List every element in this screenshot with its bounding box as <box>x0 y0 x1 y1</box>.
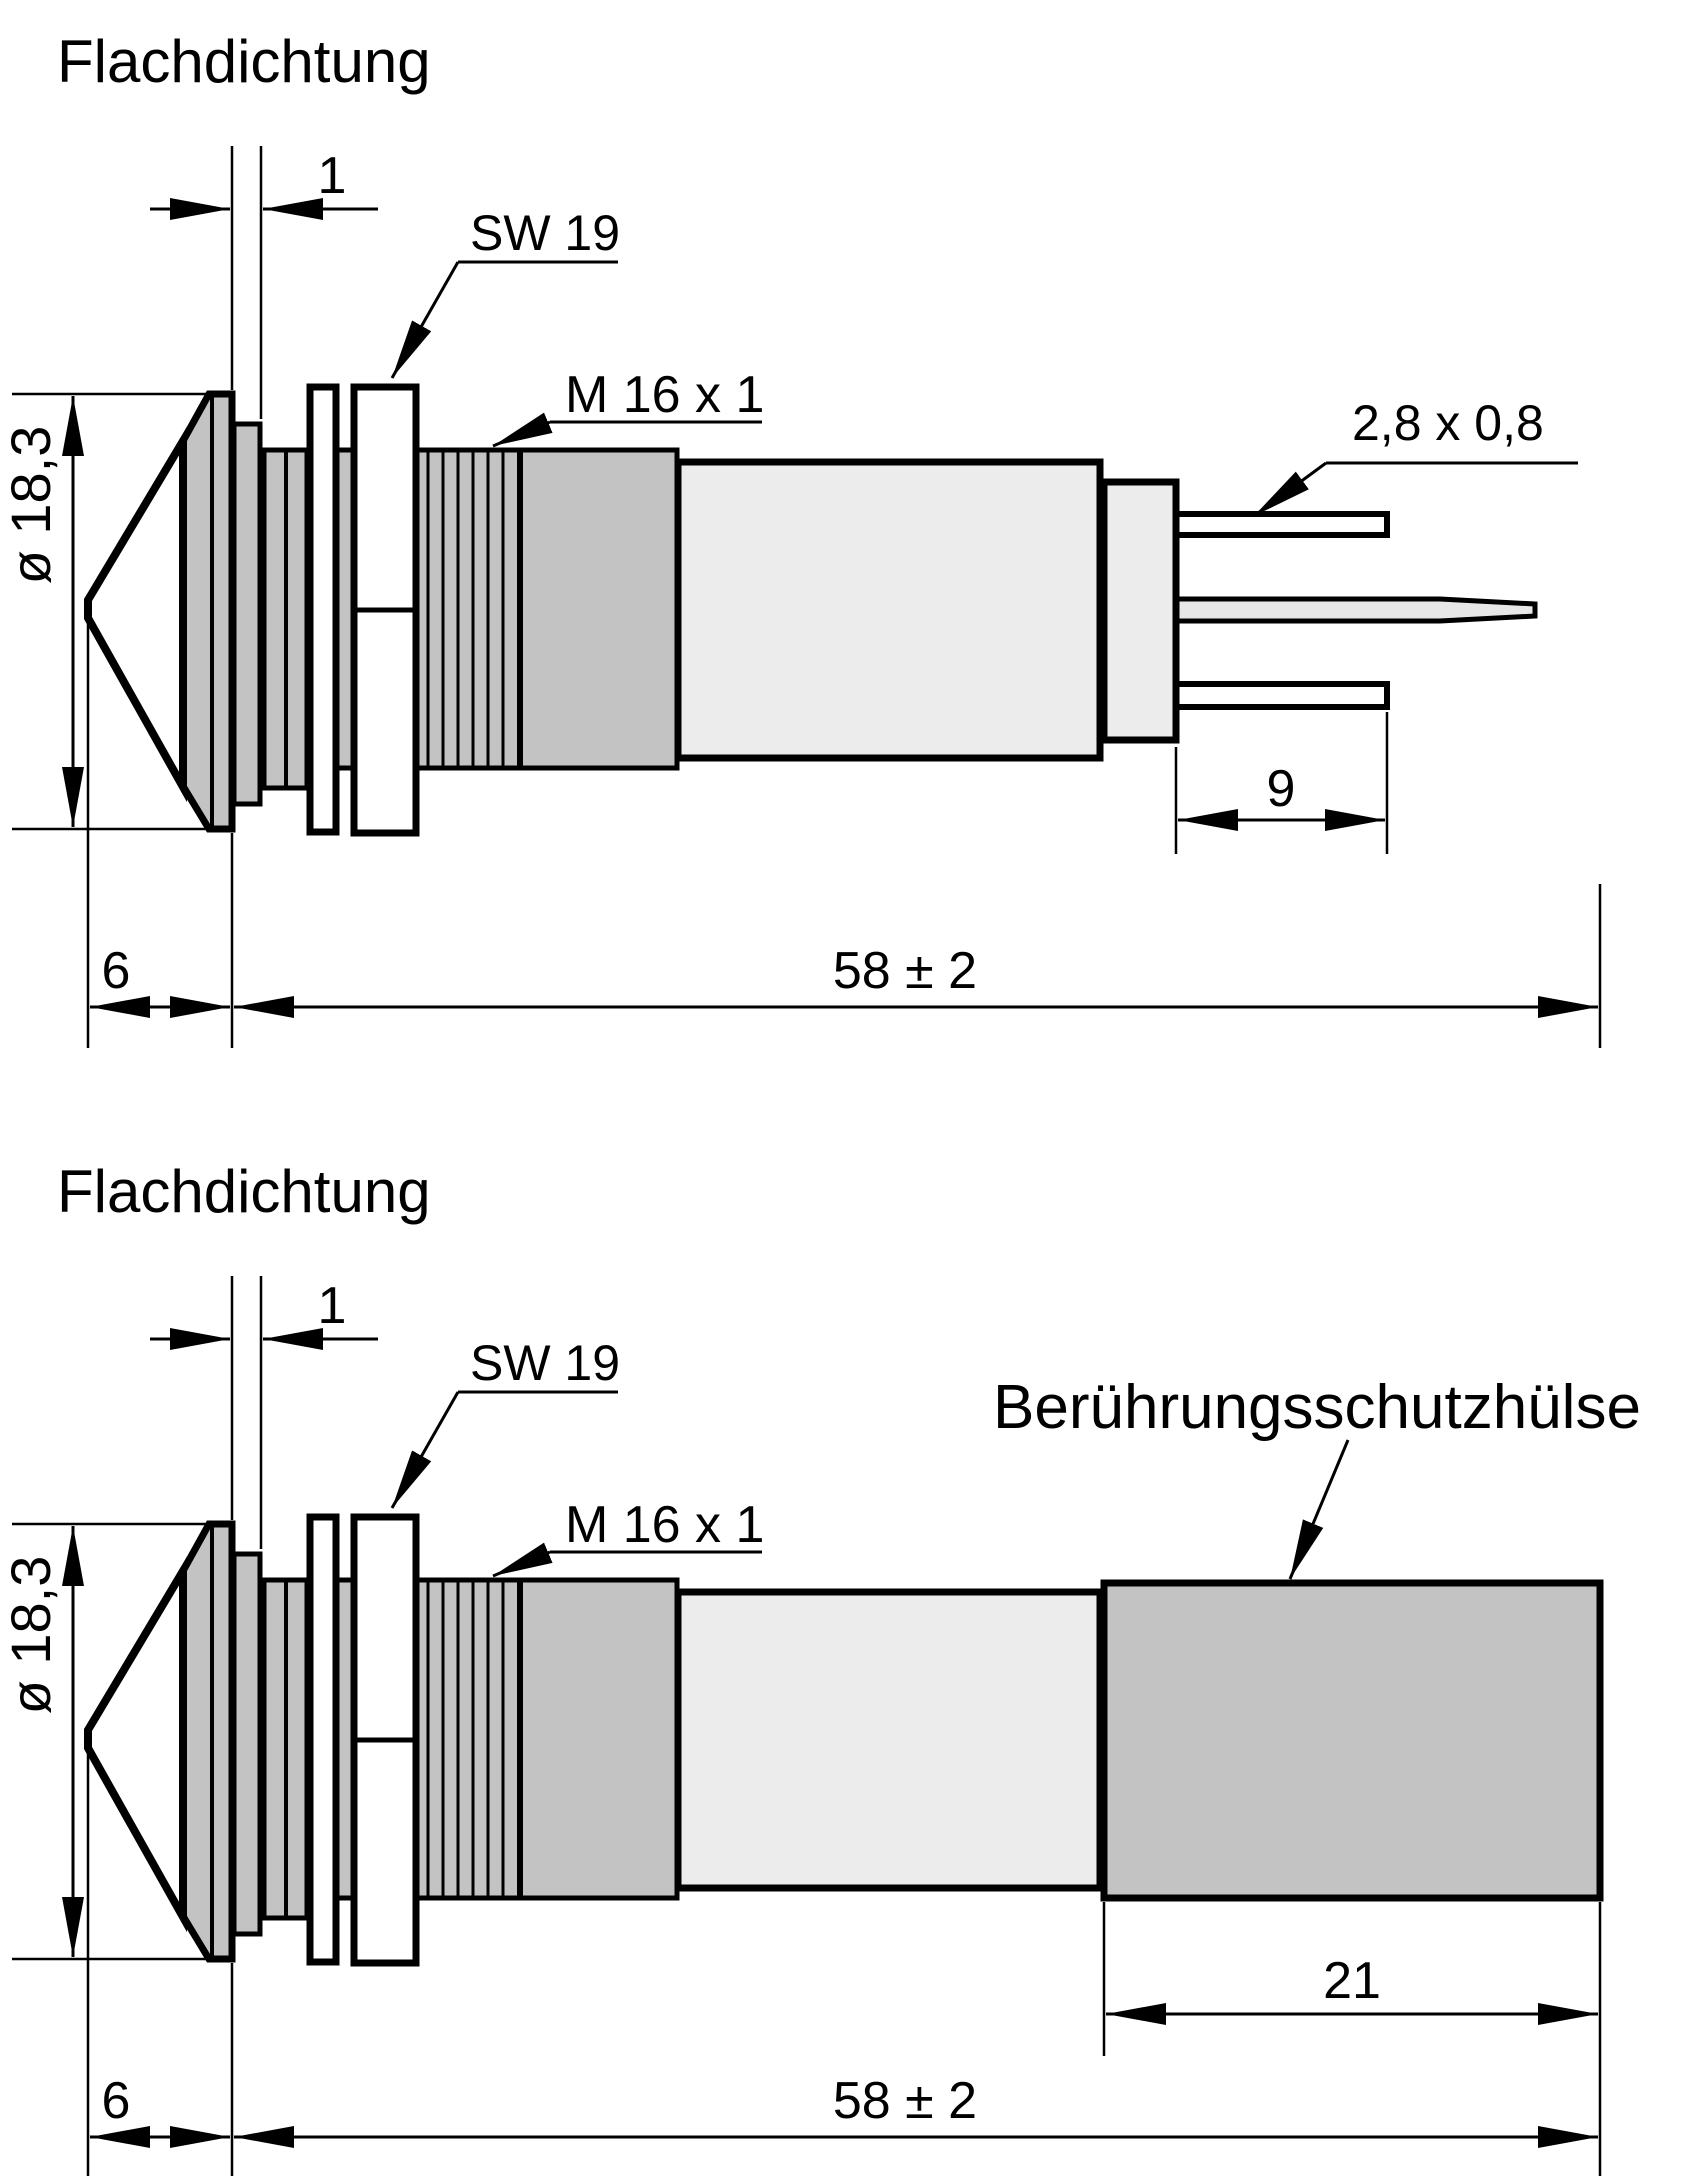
front-flange <box>179 1520 236 1963</box>
callout-thread-spec: M 16 x 1 <box>492 366 764 448</box>
protection-sleeve <box>1100 1579 1604 1902</box>
label-flat-gasket: Flachdichtung <box>57 28 431 95</box>
terminal-top <box>1173 511 1390 538</box>
drawing-bottom: Flachdichtung Berührungsschutzhülse 1 SW… <box>0 1158 1641 2176</box>
callout-wrench-size: SW 19 <box>390 205 620 379</box>
dim-gasket-thickness: 1 <box>150 146 378 419</box>
drawing-top: Flachdichtung 1 SW 19 M 16 x 1 2,8 x 0,8 <box>0 28 1602 1048</box>
terminal-bottom <box>1173 681 1390 710</box>
lamp-body <box>674 458 1104 762</box>
label-thread-spec: M 16 x 1 <box>565 366 764 424</box>
dim-text-total-length: 58 ± 2 <box>833 942 977 1000</box>
flat-gasket <box>231 1551 263 1937</box>
callout-thread-spec: M 16 x 1 <box>492 1496 764 1578</box>
label-wrench-size: SW 19 <box>470 205 620 261</box>
dim-front-length: 6 <box>86 1752 234 2176</box>
dim-total-length: 58 ± 2 <box>234 1902 1602 2176</box>
drawing-bottom-part <box>84 1513 1604 1967</box>
dim-text-front-length: 6 <box>102 942 131 1000</box>
dim-text-front-length: 6 <box>102 2072 131 2130</box>
dim-text-gasket-thickness: 1 <box>318 1277 347 1335</box>
dim-text-gasket-thickness: 1 <box>318 147 347 205</box>
dim-diameter: ø 18,3 <box>0 392 211 831</box>
label-flat-gasket: Flachdichtung <box>57 1158 431 1225</box>
thread-lines <box>426 1580 523 1898</box>
hex-nut-facet <box>306 1513 340 1966</box>
label-protection-sleeve: Berührungsschutzhülse <box>993 1373 1641 1442</box>
dim-text-total-length: 58 ± 2 <box>833 2072 977 2130</box>
thread-lines <box>426 450 523 768</box>
flat-gasket <box>231 421 263 807</box>
lamp-body <box>674 1588 1104 1892</box>
label-wrench-size: SW 19 <box>470 1335 620 1391</box>
label-terminal-size: 2,8 x 0,8 <box>1352 395 1544 451</box>
dim-text-sleeve-length: 21 <box>1323 1952 1381 2010</box>
rear-cap <box>1100 478 1180 744</box>
lens-cone <box>84 1556 187 1933</box>
lens-cone <box>84 426 187 803</box>
callout-wrench-size: SW 19 <box>390 1335 620 1509</box>
dim-gasket-thickness: 1 <box>150 1276 378 1549</box>
label-thread-spec: M 16 x 1 <box>565 1496 764 1554</box>
dim-diameter: ø 18,3 <box>0 1522 211 1961</box>
front-flange <box>179 390 236 833</box>
callout-terminal-size: 2,8 x 0,8 <box>1253 395 1578 518</box>
dim-total-length: 58 ± 2 <box>234 884 1602 1048</box>
dim-sleeve-length: 21 <box>1102 1902 1598 2056</box>
dim-text-diameter: ø 18,3 <box>0 426 62 585</box>
hex-nut-facet <box>306 383 340 836</box>
dim-front-length: 6 <box>86 622 234 1048</box>
terminal-middle <box>1173 596 1538 624</box>
dim-text-diameter: ø 18,3 <box>0 1556 62 1715</box>
dim-text-terminal-length: 9 <box>1267 760 1296 818</box>
callout-protection-sleeve: Berührungsschutzhülse <box>993 1373 1641 1580</box>
dim-terminal-length: 9 <box>1174 712 1389 854</box>
